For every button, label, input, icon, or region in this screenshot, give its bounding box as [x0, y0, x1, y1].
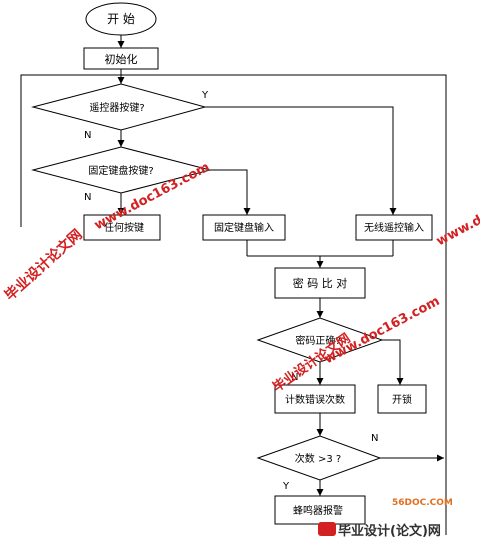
count-errors-label: 计数错误次数 [285, 393, 345, 406]
count-yes-label: Y [282, 481, 290, 492]
footer-name: 毕业设计(论文)网 [338, 524, 441, 539]
arrow-remote-yes [205, 106, 397, 215]
compare-box [274, 267, 366, 299]
password-no-label: N [291, 372, 298, 383]
wireless-input-box [355, 214, 433, 241]
count-check-question: 次数 >3 ? [295, 452, 341, 465]
fixed-no-label: N [84, 192, 91, 203]
buzzer-label: 蜂鸣器报警 [293, 504, 343, 517]
connectors [20, 35, 447, 535]
any-key-box [83, 214, 161, 241]
count-check-decision [256, 435, 382, 481]
fixed-input-box [202, 214, 286, 241]
arrow-fixed-yes [210, 169, 251, 215]
remote-yes-label: Y [201, 90, 209, 101]
wireless-input-label: 无线遥控输入 [364, 221, 424, 234]
init-label: 初始化 [105, 52, 138, 66]
password-check-decision [256, 317, 384, 363]
count-no-label: N [371, 433, 378, 444]
count-errors-box [274, 384, 356, 414]
init-box [83, 47, 159, 70]
buzzer-box [274, 495, 366, 525]
start-label: 开 始 [107, 12, 135, 26]
remote-key-question: 遥控器按键? [89, 101, 144, 114]
start-node [85, 2, 157, 36]
any-key-label: 任何按键 [104, 221, 144, 234]
arrow-check-yes [382, 339, 404, 385]
fixed-input-label: 固定键盘输入 [214, 221, 274, 234]
fixed-key-question: 固定键盘按键? [88, 164, 153, 177]
unlock-label: 开锁 [392, 393, 412, 406]
compare-label: 密 码 比 对 [293, 276, 348, 290]
remote-no-label: N [84, 130, 91, 141]
unlock-box [377, 384, 427, 414]
remote-key-decision [31, 83, 207, 131]
loop-back-line [20, 74, 447, 535]
logo-icon [318, 522, 336, 536]
footer-domain: 56DOC.COM [392, 498, 453, 508]
password-check-question: 密码正确? [295, 334, 340, 347]
fixed-key-decision [31, 146, 212, 194]
